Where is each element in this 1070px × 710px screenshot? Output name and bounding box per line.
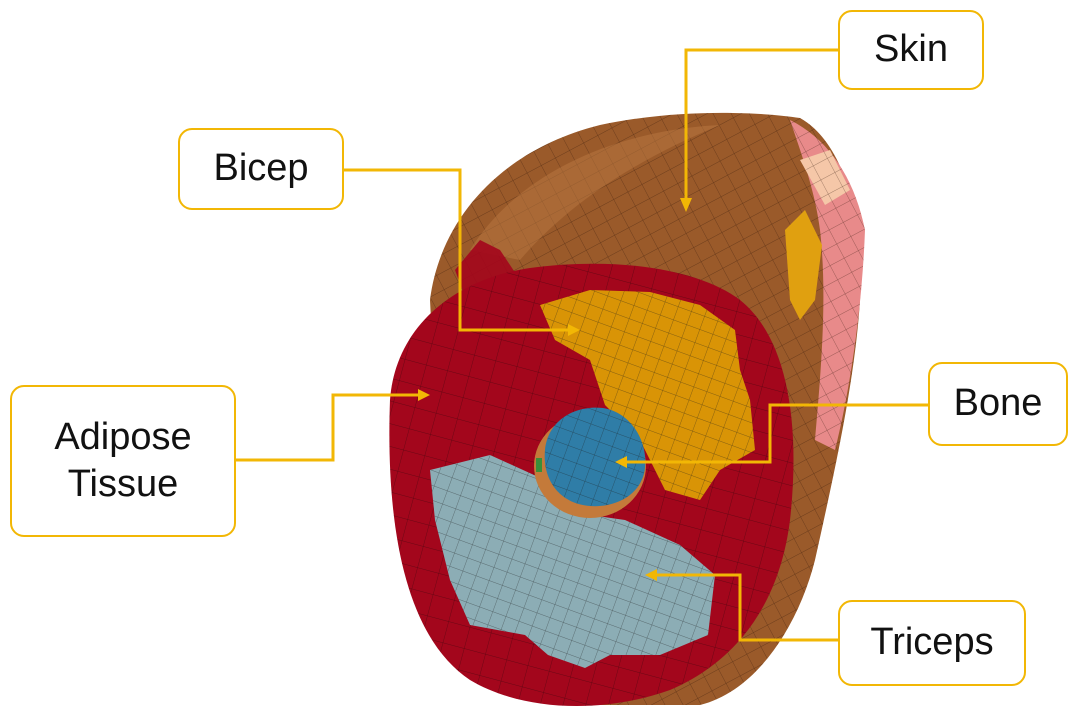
bicep-label: Bicep — [178, 128, 344, 210]
adipose-tissue-label: Adipose Tissue — [10, 385, 236, 537]
skin-label: Skin — [838, 10, 984, 90]
triceps-label: Triceps — [838, 600, 1026, 686]
cross-section-face — [389, 264, 793, 706]
bone-label: Bone — [928, 362, 1068, 446]
